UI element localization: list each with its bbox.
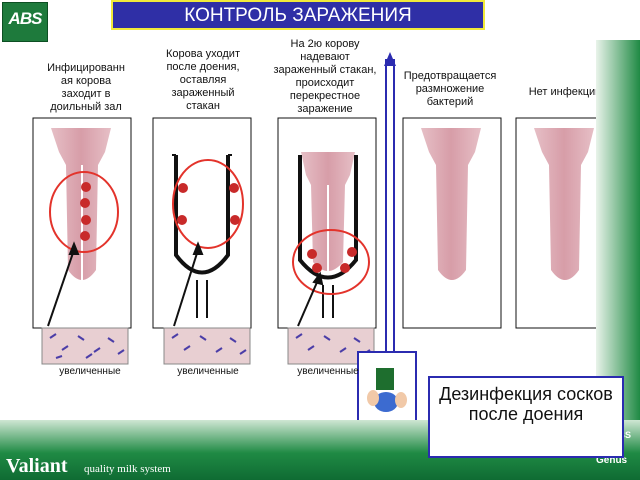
infection-circle-3 bbox=[292, 229, 370, 295]
right-stripe bbox=[596, 40, 640, 420]
magnified-label-2: увеличенные bbox=[177, 366, 239, 377]
abs-logo-text: ABS bbox=[8, 9, 43, 28]
panel-2-caption: Корова уходит после доения, оставляя зар… bbox=[165, 48, 240, 112]
brand-tagline: quality milk system bbox=[84, 463, 171, 475]
teat-cup-3 bbox=[298, 155, 358, 318]
infection-circle-2 bbox=[172, 159, 244, 249]
page-title: КОНТРОЛЬ ЗАРАЖЕНИЯ bbox=[111, 0, 485, 30]
bacteria-panel-3 bbox=[307, 247, 357, 273]
panel-5-caption: Нет инфекции bbox=[528, 86, 602, 98]
disinfection-callout: Дезинфекция сосков после доения bbox=[428, 376, 624, 458]
magnified-label-3: увеличенные bbox=[297, 366, 359, 377]
genus-logo: Genus bbox=[596, 455, 628, 466]
disinfection-image bbox=[357, 351, 417, 425]
bacteria-panel-2 bbox=[177, 183, 240, 225]
magnify-arrows bbox=[47, 241, 324, 327]
magnified-box-2 bbox=[163, 327, 251, 365]
infection-circle-1 bbox=[49, 171, 119, 253]
teat-cup-2 bbox=[172, 154, 232, 318]
teat-4 bbox=[421, 128, 481, 280]
brand-name: Valiant bbox=[6, 455, 68, 477]
panel-1-caption: Инфицированн ая корова заходит в доильны… bbox=[47, 62, 125, 113]
magnified-box-1 bbox=[41, 327, 129, 365]
panel-3-caption: На 2ю корову надевают зараженный стакан,… bbox=[273, 38, 377, 115]
bacteria-panel-1 bbox=[80, 182, 91, 241]
panel-4-caption: Предотвращается размножение бактерий bbox=[403, 70, 497, 108]
abs-logo: ABS bbox=[2, 2, 48, 42]
magnified-label-1: увеличенные bbox=[59, 366, 121, 377]
teat-5 bbox=[534, 128, 594, 280]
